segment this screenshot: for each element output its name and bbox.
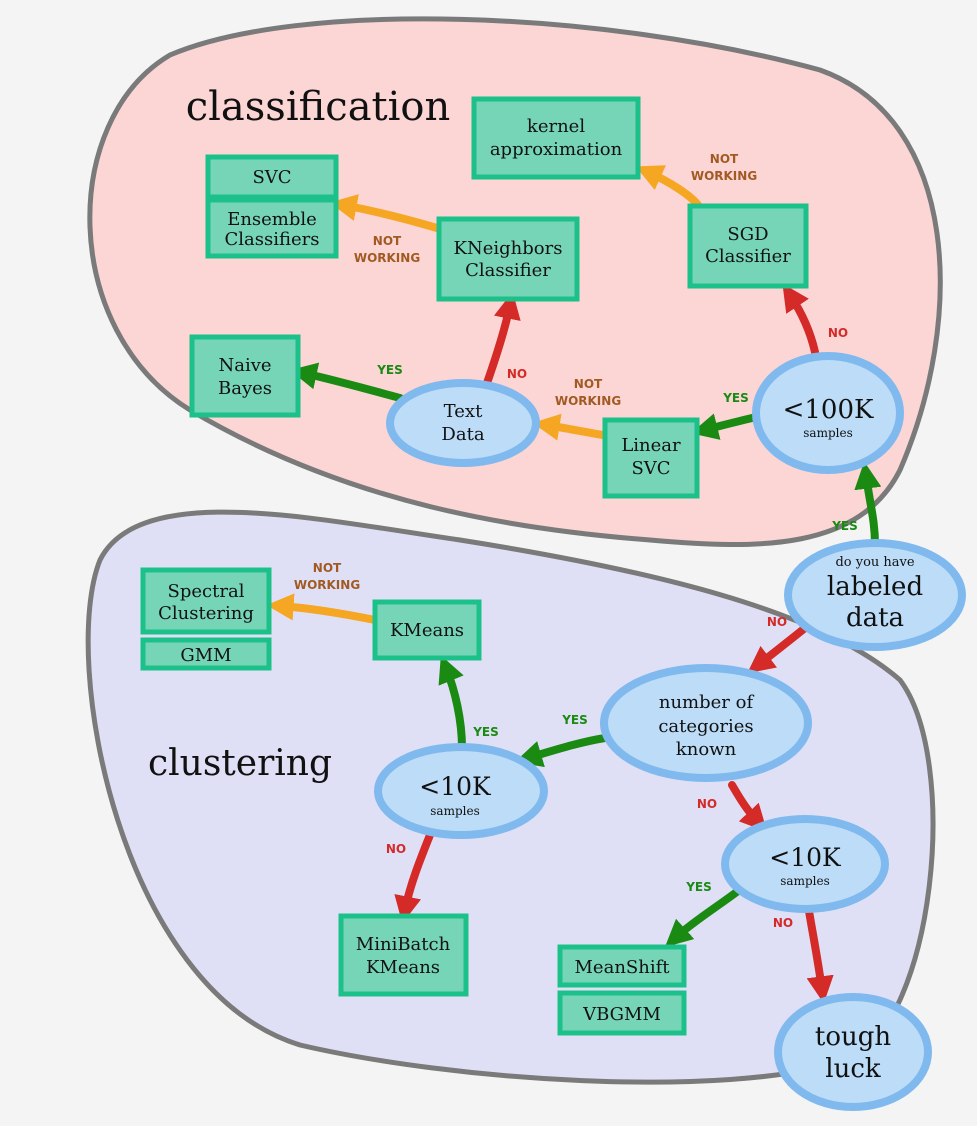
text-data-node[interactable] bbox=[386, 379, 540, 467]
meanshift-label: MeanShift bbox=[575, 957, 671, 978]
clustering-title: clustering bbox=[148, 743, 332, 784]
kernel-approximation-box[interactable] bbox=[471, 96, 641, 180]
linear-svc-box[interactable] bbox=[602, 417, 700, 499]
label-yes-categories: YES bbox=[561, 713, 588, 727]
sgd-line1: SGD bbox=[727, 224, 768, 245]
svc-box[interactable] bbox=[205, 154, 339, 200]
naive-line2: Bayes bbox=[218, 378, 272, 399]
kmeans-box[interactable] bbox=[372, 599, 482, 661]
arrow-100k-to-linearsvc bbox=[690, 413, 756, 440]
textdata-line1: Text bbox=[444, 401, 483, 422]
categories-known-node[interactable] bbox=[600, 664, 812, 782]
ensemble-classifiers-box[interactable] bbox=[205, 197, 339, 259]
spectral-clustering-box[interactable] bbox=[140, 567, 272, 635]
svc-label: SVC bbox=[252, 167, 291, 188]
textdata-line2: Data bbox=[441, 424, 484, 445]
minibatch-line1: MiniBatch bbox=[356, 934, 451, 955]
samples-10ka-big: <10K bbox=[419, 772, 492, 801]
kneighbors-classifier-box[interactable] bbox=[436, 216, 580, 302]
arrow-labeled-to-100k bbox=[854, 461, 882, 549]
label-working-kneighbors: WORKING bbox=[354, 251, 420, 265]
kneighbors-line1: KNeighbors bbox=[454, 238, 563, 259]
classification-title: classification bbox=[186, 84, 451, 130]
arrow-kneighbors-to-ensemble bbox=[329, 194, 441, 232]
linearsvc-line1: Linear bbox=[621, 435, 681, 456]
labeled-data-node[interactable] bbox=[784, 539, 966, 651]
kmeans-label: KMeans bbox=[390, 620, 464, 641]
arrow-textdata-to-kneighbors bbox=[483, 291, 521, 387]
samples-10ka-small: samples bbox=[430, 804, 479, 818]
toughluck-line1: tough bbox=[815, 1022, 891, 1052]
labeled-line2: data bbox=[846, 603, 904, 633]
label-not-kmeans: NOT bbox=[313, 561, 342, 575]
arrow-labeled-to-categories bbox=[747, 624, 809, 674]
categories-line3: known bbox=[676, 739, 737, 760]
minibatch-kmeans-box[interactable] bbox=[338, 913, 469, 997]
arrow-textdata-to-naivebayes bbox=[289, 362, 404, 402]
ensemble-line1: Ensemble bbox=[227, 209, 317, 230]
spectral-line1: Spectral bbox=[168, 581, 245, 602]
labeled-small: do you have bbox=[835, 555, 914, 570]
kneighbors-line2: Classifier bbox=[465, 260, 551, 281]
vbgmm-box[interactable] bbox=[557, 990, 687, 1036]
arrow-100k-to-sgd bbox=[782, 283, 819, 356]
sgd-line2: Classifier bbox=[705, 246, 791, 267]
label-yes-100k: YES bbox=[722, 391, 749, 405]
arrow-linearsvc-to-textdata bbox=[532, 413, 607, 441]
samples-100k-small: samples bbox=[803, 426, 852, 440]
label-working-kmeans: WORKING bbox=[294, 578, 360, 592]
samples-10kb-big: <10K bbox=[769, 843, 842, 872]
arrow-10kb-to-meanshift bbox=[664, 884, 746, 948]
label-no-10kb: NO bbox=[773, 916, 793, 930]
tough-luck-node[interactable] bbox=[774, 993, 932, 1111]
naive-line1: Naive bbox=[218, 355, 271, 376]
label-no-categories: NO bbox=[697, 797, 717, 811]
categories-line1: number of bbox=[659, 692, 755, 713]
samples-10kb-small: samples bbox=[780, 874, 829, 888]
spectral-line2: Clustering bbox=[158, 603, 254, 624]
label-not-linearsvc: NOT bbox=[574, 377, 603, 391]
label-no-10ka: NO bbox=[386, 842, 406, 856]
vbgmm-label: VBGMM bbox=[582, 1004, 661, 1025]
label-not-kneighbors: NOT bbox=[373, 234, 402, 248]
samples-100k-node[interactable] bbox=[752, 352, 904, 474]
label-no-textdata: NO bbox=[507, 367, 527, 381]
categories-line2: categories bbox=[658, 716, 753, 737]
meanshift-box[interactable] bbox=[557, 944, 687, 988]
samples-10k-a-node[interactable] bbox=[374, 743, 548, 839]
label-yes-labeled: YES bbox=[831, 519, 858, 533]
minibatch-line2: KMeans bbox=[366, 957, 440, 978]
label-yes-textdata: YES bbox=[376, 363, 403, 377]
arrow-categories-to-10kb bbox=[728, 781, 768, 832]
label-working-linearsvc: WORKING bbox=[555, 394, 621, 408]
arrow-10ka-to-kmeans bbox=[438, 655, 466, 752]
toughluck-line2: luck bbox=[825, 1054, 881, 1084]
linearsvc-line2: SVC bbox=[631, 458, 670, 479]
labeled-line1: labeled bbox=[827, 572, 923, 602]
gmm-label: GMM bbox=[180, 645, 231, 666]
kernel-line2: approximation bbox=[490, 139, 623, 160]
gmm-box[interactable] bbox=[140, 637, 272, 671]
samples-100k-big: <100K bbox=[783, 395, 874, 425]
label-yes-10kb: YES bbox=[685, 880, 712, 894]
arrow-kmeans-to-spectral bbox=[266, 593, 379, 624]
arrow-categories-to-10ka bbox=[514, 734, 609, 768]
ensemble-line2: Classifiers bbox=[225, 229, 320, 250]
label-not-sgd: NOT bbox=[710, 152, 739, 166]
label-working-sgd: WORKING bbox=[691, 169, 757, 183]
arrow-10ka-to-minibatch bbox=[394, 831, 434, 924]
label-no-100k: NO bbox=[828, 326, 848, 340]
samples-10k-b-node[interactable] bbox=[721, 815, 889, 913]
label-yes-10ka: YES bbox=[472, 725, 499, 739]
naive-bayes-box[interactable] bbox=[189, 334, 301, 418]
sgd-classifier-box[interactable] bbox=[687, 203, 809, 289]
arrow-sgd-to-kernel bbox=[635, 165, 702, 209]
kernel-line1: kernel bbox=[527, 116, 585, 137]
label-no-labeled: NO bbox=[767, 615, 787, 629]
